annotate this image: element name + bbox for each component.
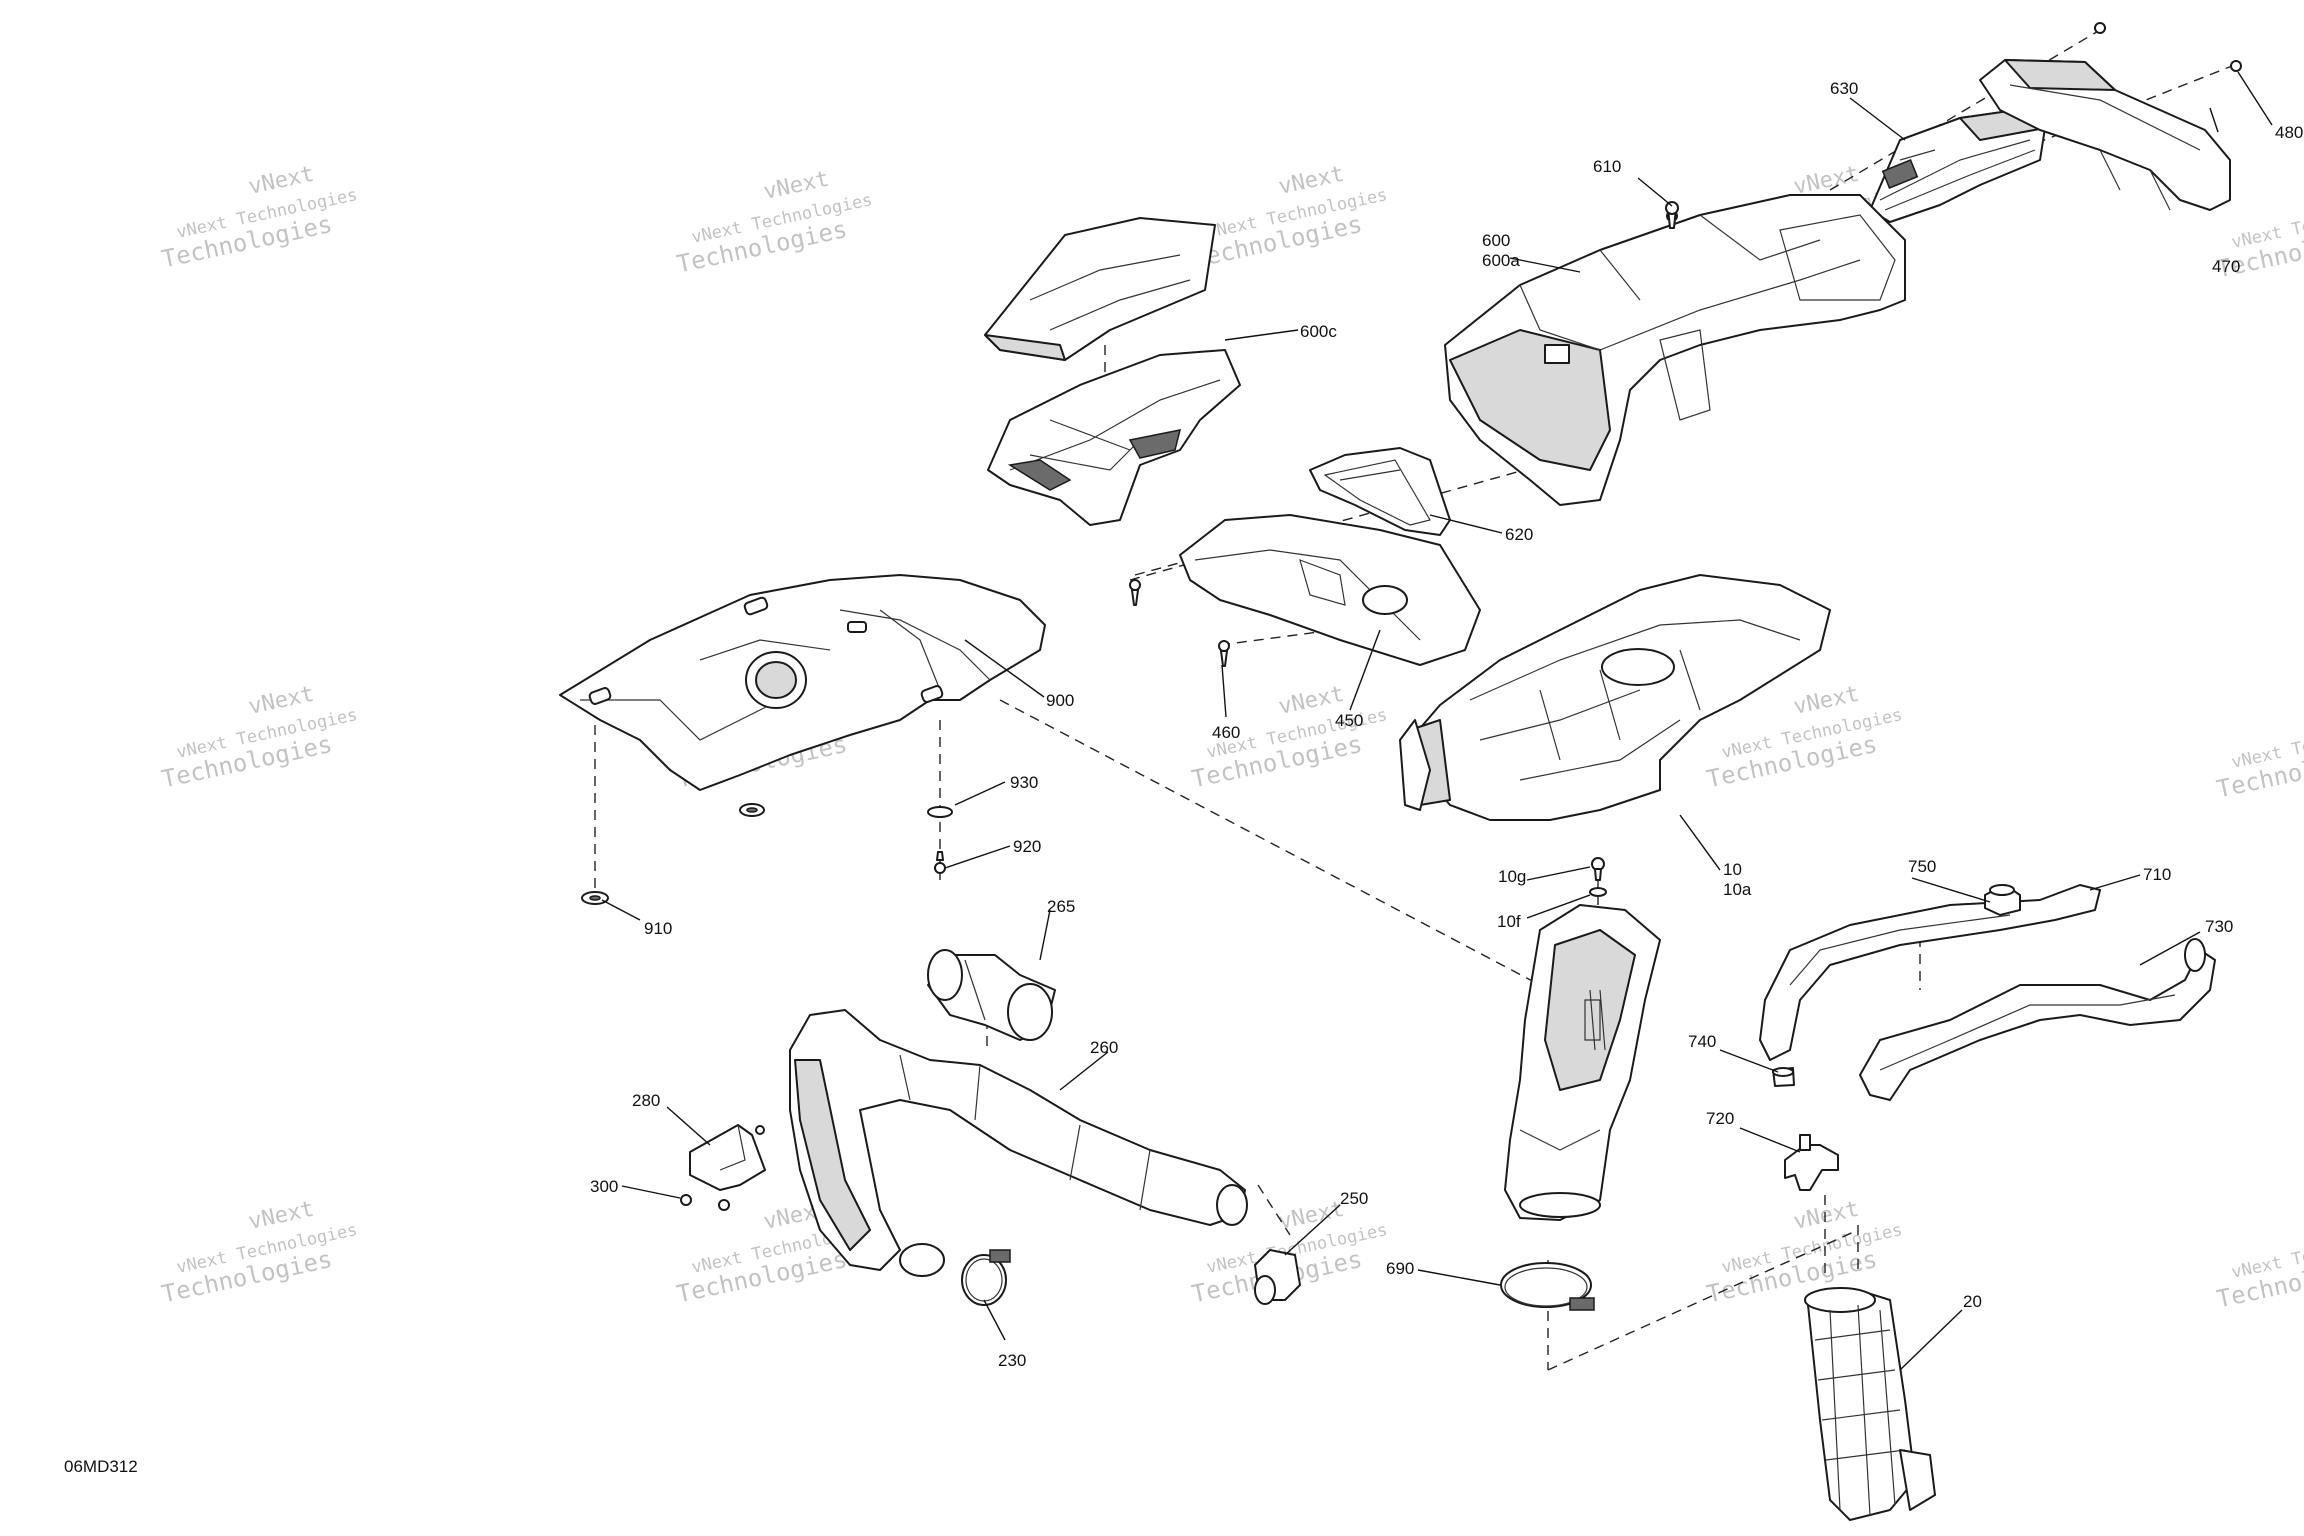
part-900-heat-shield xyxy=(559,574,1046,791)
part-10g-fastener xyxy=(1591,857,1605,881)
callout-10: 10 xyxy=(1723,860,1742,879)
part-600c-seat-frame xyxy=(987,349,1241,526)
part-910-grommet xyxy=(581,891,609,905)
callout-740: 740 xyxy=(1688,1032,1716,1051)
part-250-fitting xyxy=(1254,1249,1301,1305)
callout-10f: 10f xyxy=(1497,912,1521,931)
part-260-intake-tube xyxy=(789,1009,1248,1277)
callout-910: 910 xyxy=(644,919,672,938)
callout-260: 260 xyxy=(1090,1038,1118,1057)
watermark: vNext vNext Technologies Technologies xyxy=(2214,692,2304,804)
part-600-airbox-cover xyxy=(1444,194,1906,506)
part-740-sleeve xyxy=(1772,1067,1795,1087)
callout-920: 920 xyxy=(1013,837,1041,856)
svg-text:vNext: vNext xyxy=(2301,172,2304,210)
leader-lines xyxy=(601,71,2273,1371)
part-690-clamp xyxy=(1500,1262,1595,1311)
callout-600: 600 xyxy=(1482,231,1510,250)
callout-690: 690 xyxy=(1386,1259,1414,1278)
callout-450: 450 xyxy=(1335,711,1363,730)
part-10-airbox-tray xyxy=(1399,574,1831,821)
callout-750: 750 xyxy=(1908,857,1936,876)
part-920-screw xyxy=(934,851,946,874)
callout-300: 300 xyxy=(590,1177,618,1196)
part-grommet-center xyxy=(739,803,765,817)
callout-230: 230 xyxy=(998,1351,1026,1370)
svg-text:vNext: vNext xyxy=(1791,1197,1861,1235)
callout-480: 480 xyxy=(2275,123,2303,142)
svg-text:vNext: vNext xyxy=(246,682,316,720)
callout-730: 730 xyxy=(2205,917,2233,936)
svg-text:vNext: vNext xyxy=(1791,682,1861,720)
callout-900: 900 xyxy=(1046,691,1074,710)
watermark: vNext vNext Technologies Technologies xyxy=(674,167,874,279)
watermark: vNext vNext Technologies Technologies xyxy=(159,162,359,274)
watermark: vNext vNext Technologies Technologies xyxy=(1189,682,1389,794)
svg-text:vNext: vNext xyxy=(246,162,316,200)
part-20-filter xyxy=(1804,1287,1936,1521)
part-720-tee xyxy=(1784,1134,1839,1191)
callout-720: 720 xyxy=(1706,1109,1734,1128)
part-230-clamp xyxy=(961,1249,1011,1306)
callout-930: 930 xyxy=(1010,773,1038,792)
part-10f-washer xyxy=(1589,887,1607,897)
part-300-nuts xyxy=(680,1194,730,1211)
callout-10g: 10g xyxy=(1498,867,1526,886)
callout-610: 610 xyxy=(1593,157,1621,176)
callout-470: 470 xyxy=(2212,257,2240,276)
callout-265: 265 xyxy=(1047,897,1075,916)
watermark: vNext vNext Technologies Technologies xyxy=(159,1197,359,1309)
diagram-code: 06MD312 xyxy=(64,1457,138,1476)
callout-250: 250 xyxy=(1340,1189,1368,1208)
watermark: vNext vNext Technologies Technologies xyxy=(159,682,359,794)
svg-text:vNext: vNext xyxy=(2301,692,2304,730)
part-610-fastener xyxy=(1665,201,1679,229)
part-265-coupler xyxy=(927,949,1056,1041)
part-280-bracket xyxy=(689,1124,766,1191)
callout-labels: 630 480 470 610 600 600a 600c 620 900 46… xyxy=(590,79,2303,1370)
svg-text:vNext: vNext xyxy=(761,167,831,205)
callout-600c: 600c xyxy=(1300,322,1337,341)
part-690-intake-housing xyxy=(1504,904,1661,1221)
watermark: vNext vNext Technologies Technologies xyxy=(1704,1197,1904,1309)
callout-280: 280 xyxy=(632,1091,660,1110)
callout-620: 620 xyxy=(1505,525,1533,544)
callout-710: 710 xyxy=(2143,865,2171,884)
callout-10a: 10a xyxy=(1723,880,1752,899)
part-seat-foam xyxy=(984,217,1216,361)
part-620-filter-frame xyxy=(1309,447,1451,536)
part-470-cover xyxy=(1979,22,2242,211)
svg-text:vNext: vNext xyxy=(246,1197,316,1235)
part-710-hose xyxy=(1759,884,2101,1061)
callout-20: 20 xyxy=(1963,1292,1982,1311)
callout-630: 630 xyxy=(1830,79,1858,98)
part-930-washer xyxy=(927,806,953,818)
callout-460: 460 xyxy=(1212,723,1240,742)
watermark: vNext vNext Technologies Technologies xyxy=(2214,1202,2304,1314)
callout-600a: 600a xyxy=(1482,251,1520,270)
part-730-hose xyxy=(1859,938,2216,1101)
svg-text:vNext: vNext xyxy=(1276,162,1346,200)
fasteners-top xyxy=(1129,579,1230,667)
part-750-cap xyxy=(1984,884,2021,916)
part-630-intake-duct xyxy=(1869,107,2046,223)
part-450-side-panel xyxy=(1179,514,1481,666)
svg-text:vNext: vNext xyxy=(2301,1202,2304,1240)
